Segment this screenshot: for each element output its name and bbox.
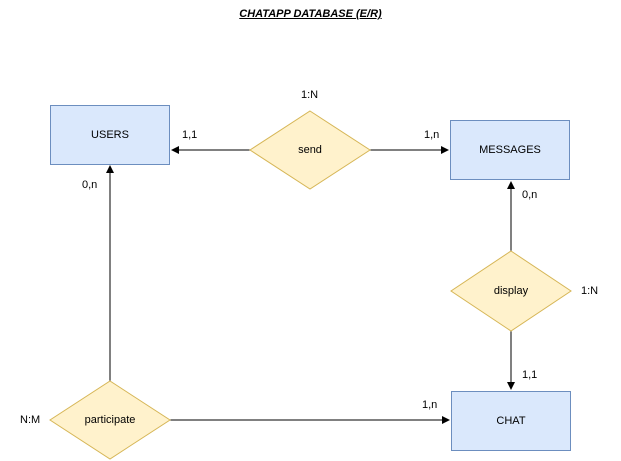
display-relationship-label: display [493,285,529,297]
participate-chat-cardinality: 1,n [422,399,438,411]
send-relationship-label: send [298,144,322,156]
display-ratio-label: 1:N [581,285,599,297]
send-users-cardinality: 1,1 [182,129,198,141]
diagram-title: CHATAPP DATABASE (E/R) [239,8,382,20]
display-messages-cardinality: 0,n [522,189,538,201]
participate-users-cardinality: 0,n [82,179,98,191]
participate-ratio-label: N:M [20,414,41,426]
send-relationship-shape[interactable] [249,110,371,190]
users-entity-label: USERS [91,129,129,141]
display-chat-cardinality: 1,1 [522,369,538,381]
chat-entity-label: CHAT [496,415,526,427]
messages-entity[interactable]: MESSAGES [450,120,570,180]
send-messages-cardinality: 1,n [424,129,440,141]
participate-relationship-label: participate [84,414,136,426]
send-ratio-label: 1:N [301,89,319,101]
chat-entity[interactable]: CHAT [451,391,571,451]
users-entity[interactable]: USERS [50,105,170,165]
participate-relationship-shape[interactable] [49,380,171,460]
display-relationship-shape[interactable] [450,250,572,332]
messages-entity-label: MESSAGES [479,144,541,156]
